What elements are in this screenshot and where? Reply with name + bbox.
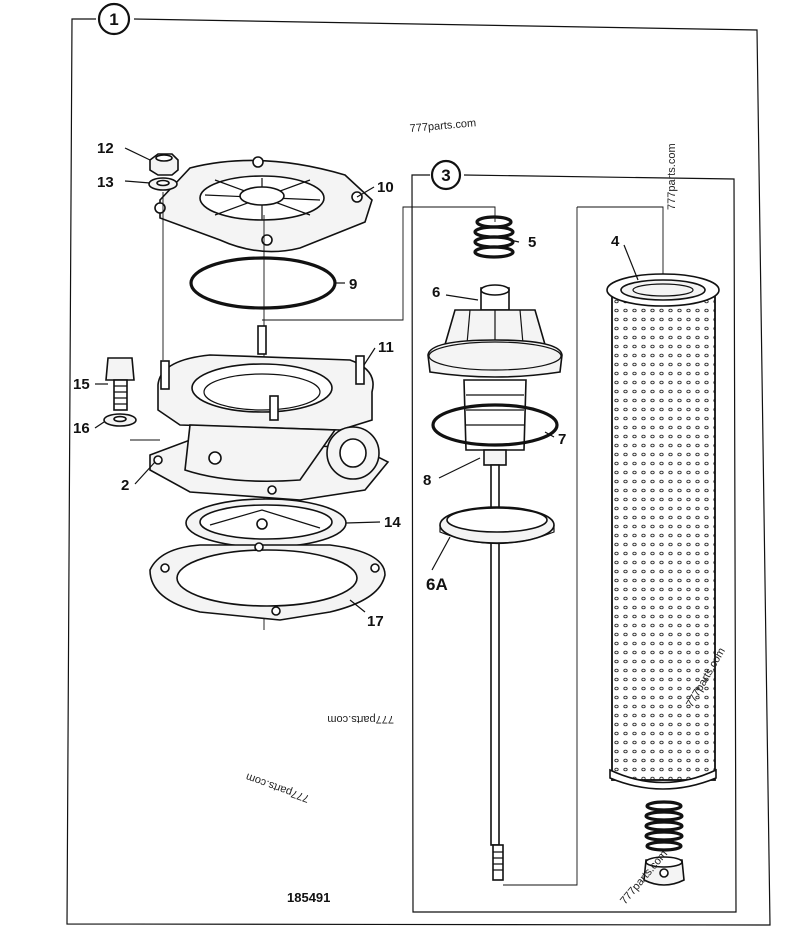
callout-6a: 6A xyxy=(426,575,448,594)
callout-8: 8 xyxy=(423,472,431,489)
callout-5: 5 xyxy=(528,234,536,251)
part-callouts: 12 13 10 9 11 15 16 2 14 17 5 6 7 8 6A 4 xyxy=(73,140,620,630)
main-assembly-number: 1 xyxy=(109,10,118,29)
callout-4: 4 xyxy=(611,233,620,250)
watermark-vertical: 777parts.com xyxy=(666,143,678,210)
seat-ring-part xyxy=(439,506,555,545)
filter-head-body-part xyxy=(149,354,390,501)
callout-2: 2 xyxy=(121,477,129,494)
outer-frame xyxy=(66,18,771,926)
main-assembly-badge: 1 xyxy=(97,2,131,36)
callout-11: 11 xyxy=(378,339,394,356)
watermark-inverted: 777parts.com xyxy=(327,713,394,725)
stud-bolts-part xyxy=(160,325,365,421)
callout-6: 6 xyxy=(432,284,440,301)
lock-washer-part xyxy=(148,177,178,191)
valve-stem-part xyxy=(490,464,504,881)
valve-body-part xyxy=(427,284,563,466)
watermark-top: 777parts.com xyxy=(409,117,476,135)
callout-16: 16 xyxy=(73,420,90,437)
spring-upper-part xyxy=(473,215,515,259)
flat-washer-part xyxy=(103,413,137,427)
callout-9: 9 xyxy=(349,276,357,293)
watermark-inverted-tilted: 777parts.com xyxy=(244,770,311,804)
hex-bolt-part xyxy=(105,357,135,411)
callout-15: 15 xyxy=(73,376,90,393)
inset-assembly-badge: 3 xyxy=(430,159,462,191)
gasket-part xyxy=(149,542,386,621)
top-cover-part xyxy=(154,156,373,253)
callout-13: 13 xyxy=(97,174,114,191)
inset-frame xyxy=(411,174,737,913)
inset-assembly-number: 3 xyxy=(441,166,450,185)
spring-lower-part xyxy=(644,800,684,852)
callout-10: 10 xyxy=(377,179,394,196)
callout-17: 17 xyxy=(367,613,384,630)
filter-element-part xyxy=(606,273,720,790)
callout-7: 7 xyxy=(558,431,566,448)
o-ring-small-part xyxy=(431,403,559,447)
bypass-valve-part xyxy=(643,856,685,886)
o-ring-large-part xyxy=(189,256,337,310)
nut-part xyxy=(149,153,179,176)
callout-14: 14 xyxy=(384,514,401,531)
leader-lines xyxy=(94,147,639,613)
callout-12: 12 xyxy=(97,140,114,157)
drawing-reference-number: 185491 xyxy=(287,890,330,905)
seal-ring-part xyxy=(185,498,347,548)
